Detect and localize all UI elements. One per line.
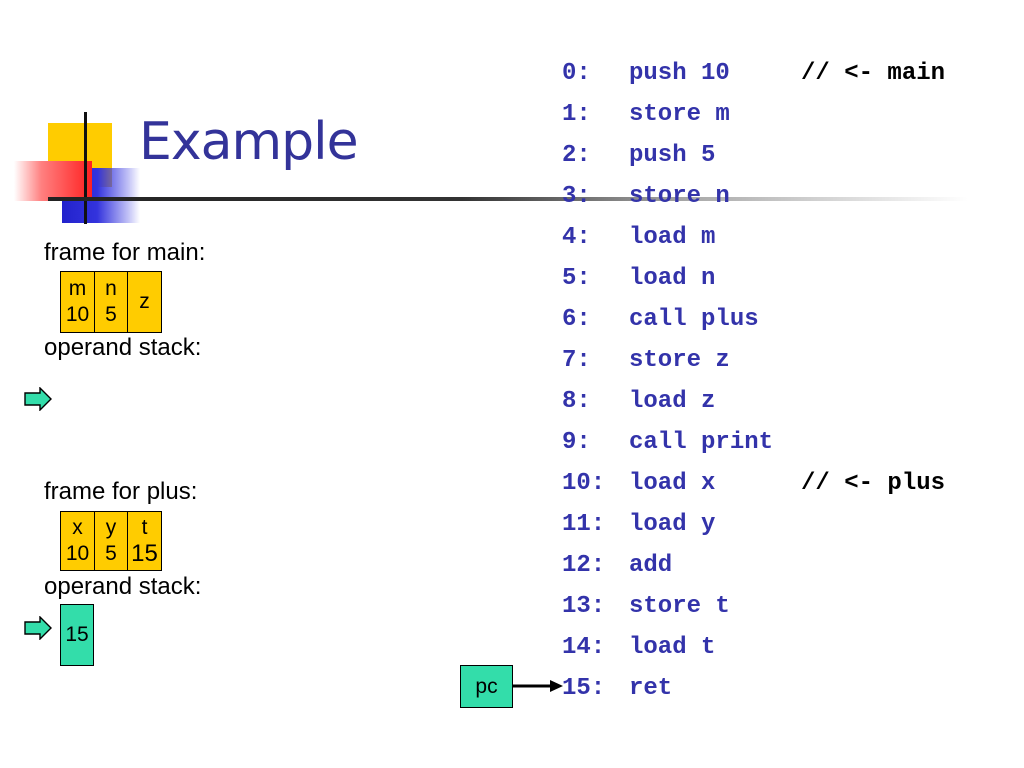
line-instruction: load m bbox=[629, 224, 716, 251]
main-frame-cell-z: z bbox=[128, 271, 162, 333]
plus-frame-label: frame for plus: bbox=[44, 478, 198, 505]
cell-name: m bbox=[68, 277, 87, 300]
line-instruction: push 10 bbox=[629, 60, 730, 87]
line-address: 9: bbox=[562, 429, 591, 456]
main-frame-cell-n: n 5 bbox=[95, 271, 128, 333]
program-line: 13: store t bbox=[562, 588, 945, 629]
line-instruction: call plus bbox=[629, 306, 759, 333]
line-instruction: load z bbox=[629, 388, 716, 415]
line-instruction: load y bbox=[629, 511, 716, 538]
program-line: 9: call print bbox=[562, 424, 945, 465]
program-line-current: 15: ret bbox=[562, 670, 945, 711]
plus-frame-cell-t: t 15 bbox=[128, 511, 162, 571]
line-address: 8: bbox=[562, 388, 591, 415]
main-stack-label: operand stack: bbox=[44, 334, 202, 361]
program-line: 12: add bbox=[562, 547, 945, 588]
program-line: 8: load z bbox=[562, 383, 945, 424]
line-address: 13: bbox=[562, 593, 606, 620]
line-address: 6: bbox=[562, 306, 591, 333]
main-frame-cell-m: m 10 bbox=[60, 271, 95, 333]
program-line: 5: load n bbox=[562, 260, 945, 301]
cell-value: 15 bbox=[131, 540, 158, 567]
program-line: 10: load x // <- plus bbox=[562, 465, 945, 506]
cell-name: t bbox=[141, 516, 148, 539]
line-instruction: load x bbox=[629, 470, 716, 497]
main-frame-label: frame for main: bbox=[44, 239, 206, 266]
plus-stack-pointer-icon bbox=[24, 616, 52, 640]
line-instruction: store t bbox=[629, 593, 730, 620]
line-instruction: store z bbox=[629, 347, 730, 374]
slide-title: Example bbox=[139, 112, 359, 172]
cell-name: n bbox=[105, 277, 117, 300]
program-line: 4: load m bbox=[562, 219, 945, 260]
line-instruction: ret bbox=[629, 675, 673, 702]
line-instruction: store n bbox=[629, 183, 730, 210]
main-frame-cells: m 10 n 5 z bbox=[60, 271, 162, 333]
program-line: 3: store n bbox=[562, 178, 945, 219]
line-comment: // <- main bbox=[801, 60, 946, 87]
line-instruction: push 5 bbox=[629, 142, 716, 169]
plus-frame-cell-y: y 5 bbox=[95, 511, 128, 571]
program-counter-arrow-icon bbox=[512, 680, 563, 692]
cell-name: z bbox=[139, 290, 150, 313]
line-instruction: store m bbox=[629, 101, 730, 128]
program-line: 6: call plus bbox=[562, 301, 945, 342]
program-line: 0: push 10 // <- main bbox=[562, 55, 945, 96]
line-address: 3: bbox=[562, 183, 591, 210]
line-address: 5: bbox=[562, 265, 591, 292]
program-line: 2: push 5 bbox=[562, 137, 945, 178]
plus-stack-entry: 15 bbox=[60, 604, 94, 666]
program-line: 7: store z bbox=[562, 342, 945, 383]
line-address: 7: bbox=[562, 347, 591, 374]
plus-frame-cells: x 10 y 5 t 15 bbox=[60, 511, 162, 571]
cell-value: 10 bbox=[65, 303, 90, 326]
line-address: 4: bbox=[562, 224, 591, 251]
cell-value: 5 bbox=[105, 303, 117, 326]
logo-vertical-line bbox=[84, 112, 87, 224]
logo-red-square bbox=[14, 161, 92, 201]
main-stack-pointer-icon bbox=[24, 387, 52, 411]
program-line: 1: store m bbox=[562, 96, 945, 137]
cell-value: 5 bbox=[105, 542, 117, 565]
plus-frame-cell-x: x 10 bbox=[60, 511, 95, 571]
line-address: 12: bbox=[562, 552, 606, 579]
title-divider-line bbox=[48, 197, 968, 201]
program-counter-box: pc bbox=[460, 665, 513, 708]
line-address: 1: bbox=[562, 101, 591, 128]
cell-name: x bbox=[72, 516, 83, 539]
line-instruction: call print bbox=[629, 429, 774, 456]
program-line: 11: load y bbox=[562, 506, 945, 547]
line-instruction: add bbox=[629, 552, 673, 579]
plus-stack-label: operand stack: bbox=[44, 573, 202, 600]
line-address: 2: bbox=[562, 142, 591, 169]
line-address: 11: bbox=[562, 511, 606, 538]
program-listing: 0: push 10 // <- main 1: store m 2: push 5 3… bbox=[562, 55, 945, 711]
line-address: 14: bbox=[562, 634, 606, 661]
line-instruction: load n bbox=[629, 265, 716, 292]
line-comment: // <- plus bbox=[801, 470, 946, 497]
program-line: 14: load t bbox=[562, 629, 945, 670]
cell-value: 10 bbox=[65, 542, 90, 565]
cell-name: y bbox=[105, 516, 117, 539]
line-address: 10: bbox=[562, 470, 606, 497]
line-address: 0: bbox=[562, 60, 591, 87]
line-address: 15: bbox=[562, 675, 606, 702]
line-instruction: load t bbox=[629, 634, 716, 661]
